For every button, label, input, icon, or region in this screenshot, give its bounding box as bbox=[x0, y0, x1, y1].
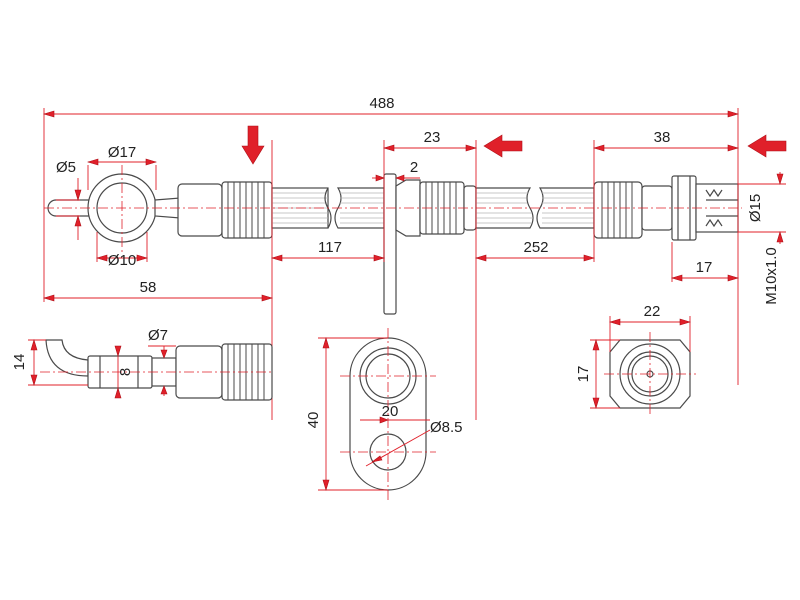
dim-bracket-thickness: 2 bbox=[410, 159, 418, 176]
left-ferrule bbox=[177, 181, 273, 239]
dim-nut-length: 17 bbox=[696, 259, 713, 276]
middle-bracket bbox=[383, 173, 477, 315]
left-arrow-icon bbox=[747, 134, 787, 158]
bracket-plate-view: 40 20 Ø8.5 bbox=[305, 328, 463, 500]
dim-thread-size: M10x1.0 bbox=[763, 247, 780, 305]
hose-segment-4 bbox=[536, 187, 595, 229]
dim-crimp-to-bracket: 117 bbox=[318, 239, 342, 256]
dim-eye-diameter: Ø17 bbox=[108, 144, 136, 161]
left-arrow-icon bbox=[483, 134, 523, 158]
hose-segment-3 bbox=[475, 187, 534, 229]
dim-side-height: 14 bbox=[11, 354, 28, 371]
dim-eye-bore-diameter: Ø10 bbox=[108, 252, 136, 269]
side-view: 14 8 Ø7 bbox=[11, 327, 273, 401]
dim-bracket-hole-diameter: Ø8.5 bbox=[430, 419, 463, 436]
dim-bracket-offset: 23 bbox=[424, 129, 441, 146]
dim-fitting-length: 38 bbox=[654, 129, 671, 146]
dim-side-tube-diameter: Ø7 bbox=[148, 327, 168, 344]
dim-bracket-to-fitting: 252 bbox=[523, 239, 548, 256]
main-hose-view bbox=[44, 165, 742, 315]
dim-side-ferrule-height: 8 bbox=[117, 368, 134, 376]
dim-total-length: 488 bbox=[369, 95, 394, 112]
dim-pin-diameter: Ø5 bbox=[56, 159, 76, 176]
dim-bracket-height: 40 bbox=[305, 412, 322, 429]
down-arrow-icon bbox=[241, 125, 265, 165]
view-direction-arrows bbox=[241, 125, 787, 165]
dim-nut-width: 22 bbox=[644, 303, 661, 320]
dim-nut-height: 17 bbox=[575, 366, 592, 383]
dim-eye-to-crimp: 58 bbox=[140, 279, 157, 296]
nut-end-view: 22 17 bbox=[575, 303, 696, 416]
dim-fitting-diameter: Ø15 bbox=[747, 194, 764, 222]
main-dimensions: 488 23 2 38 117 252 58 bbox=[42, 95, 786, 420]
dim-bracket-hole-spacing: 20 bbox=[382, 403, 399, 420]
